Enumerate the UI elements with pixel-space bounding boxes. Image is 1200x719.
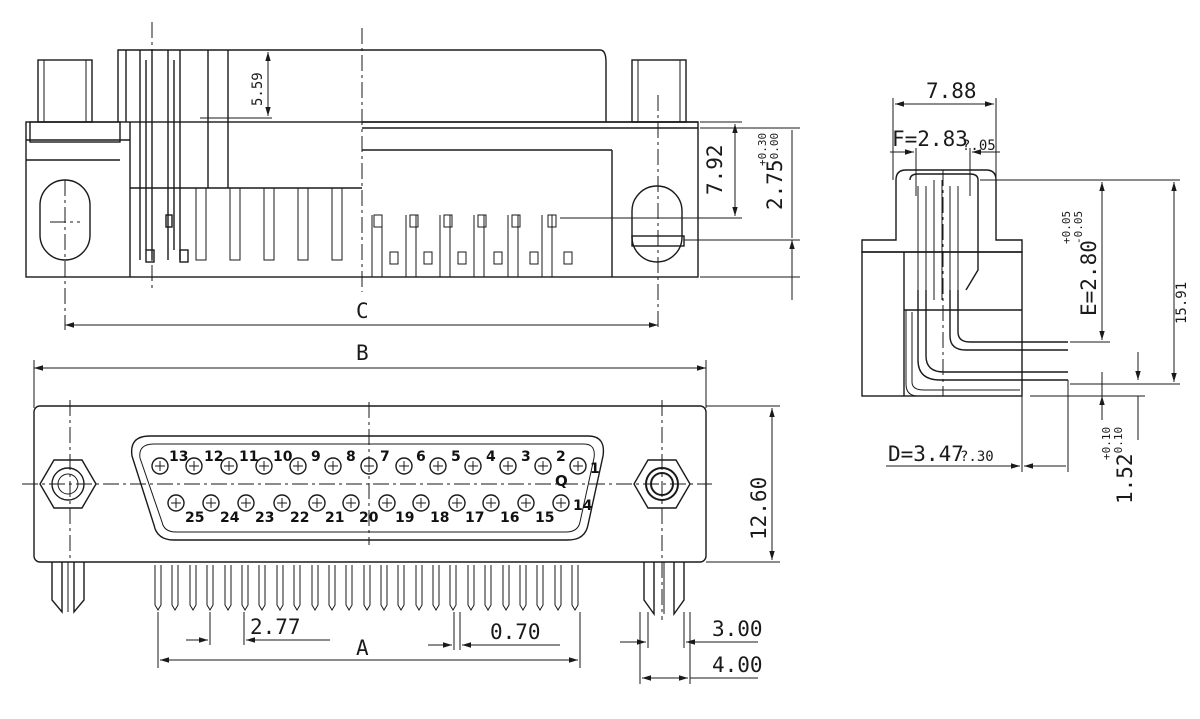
dim-f-tol: ?.05 (962, 138, 996, 154)
pin-label-23: 23 (255, 510, 274, 526)
dim-a: A (356, 636, 369, 660)
dim-0-70: 0.70 (490, 620, 541, 644)
solder-tails (154, 565, 579, 611)
dim-12-60: 12.60 (747, 477, 771, 540)
tail-teeth-left (195, 188, 343, 261)
dim-5-59: 5.59 (250, 72, 266, 106)
dim-e: E=2.80 (1077, 240, 1101, 316)
dim-d: D=3.47 (888, 442, 964, 466)
right-boardlock (643, 562, 685, 617)
dim-d-tol: ?.30 (960, 449, 994, 465)
tail-teeth-right (371, 214, 573, 277)
pin-label-20: 20 (359, 510, 379, 526)
pin-label-1: 1 (590, 461, 600, 477)
pin-label-13: 13 (169, 449, 188, 465)
contact-fingers (139, 50, 229, 263)
dim-7-92: 7.92 (703, 144, 727, 195)
top-row-contacts (151, 457, 587, 475)
dim-4-00: 4.00 (712, 653, 763, 677)
side-section-view: 7.88 F=2.83 ?.05 E=2.80 +0.05 -0.05 (861, 79, 1190, 504)
pin-label-12: 12 (204, 449, 223, 465)
pin-label-18: 18 (430, 510, 449, 526)
left-boardlock (51, 562, 85, 614)
bottom-row-contacts (167, 494, 570, 512)
pin-label-9: 9 (311, 449, 321, 465)
pin-label-22: 22 (290, 510, 309, 526)
pin-label-24: 24 (220, 510, 240, 526)
right-jack-screw (631, 59, 687, 263)
dim-2-75: 2.75 (763, 159, 787, 210)
pin-label-5: 5 (451, 449, 461, 465)
pin-label-4: 4 (486, 449, 496, 465)
pin-label-19: 19 (395, 510, 414, 526)
dim-7-88: 7.88 (926, 79, 977, 103)
pin-label-16: 16 (500, 510, 519, 526)
dim-2-77: 2.77 (250, 615, 301, 639)
dim-1-52-tol-minus: -0.10 (1112, 427, 1125, 460)
pin-label-6: 6 (416, 449, 426, 465)
pin-label-21: 21 (325, 510, 344, 526)
dim-2-75-tol-plus: +0.30 (756, 133, 769, 166)
pin-label-17: 17 (465, 510, 484, 526)
dim-3-00: 3.00 (712, 617, 763, 641)
pin-label-7: 7 (380, 449, 390, 465)
dim-2-75-tol-minus: -0.00 (768, 133, 781, 166)
pin-label-3: 3 (521, 449, 531, 465)
pin-label-25: 25 (185, 510, 204, 526)
dim-e-tol-minus: -0.05 (1072, 211, 1085, 244)
pin-label-14: 14 (573, 498, 593, 514)
pin-label-8: 8 (346, 449, 356, 465)
front-view: B (22, 341, 780, 684)
left-jack-screw (29, 59, 121, 261)
dim-b: B (356, 341, 369, 365)
dim-15-91: 15.91 (1174, 282, 1190, 324)
polarity-mark: Q (555, 472, 568, 490)
dim-c: C (356, 299, 369, 323)
dim-f: F=2.83 (892, 127, 968, 151)
pin-label-11: 11 (239, 449, 258, 465)
dim-1-52: 1.52 (1113, 453, 1137, 504)
dim-1-52-tol-plus: +0.10 (1100, 427, 1113, 460)
pin-label-10: 10 (273, 449, 293, 465)
dim-e-tol-plus: +0.05 (1060, 211, 1073, 244)
top-side-view: 5.59 7.92 2.75 +0.30 -0.00 C (25, 22, 800, 330)
pin-label-15: 15 (535, 510, 554, 526)
pin-label-2: 2 (556, 449, 566, 465)
